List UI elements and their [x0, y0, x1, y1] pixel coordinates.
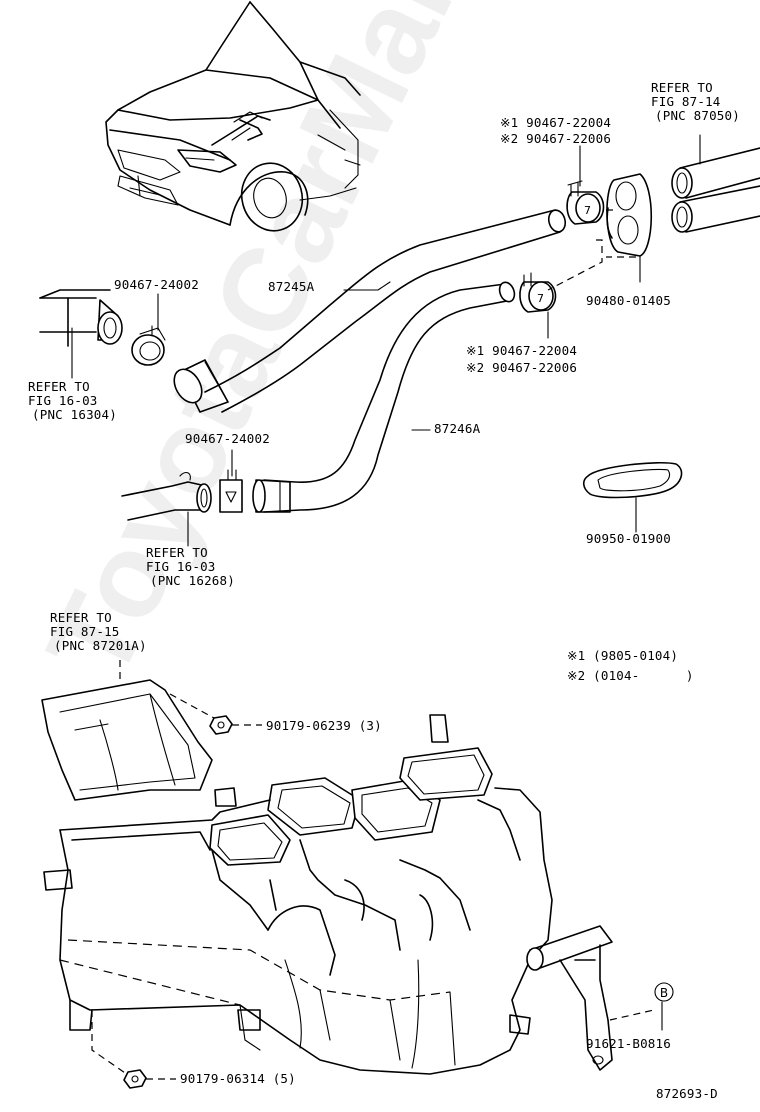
- grommet-01900: [582, 461, 683, 499]
- svg-text:7: 7: [537, 292, 544, 305]
- heater-unit-icon: [41, 679, 553, 1075]
- bolt-b0816-label: 91621-B0816: [586, 1036, 671, 1051]
- refer-87-14-line1: REFER TO: [651, 80, 713, 95]
- refer-16-03-b-line3: (PNC 16268): [150, 573, 235, 588]
- clip-24002-top-label: 90467-24002: [114, 277, 199, 292]
- clamp-mid-label-1: ※1 90467-22004: [466, 343, 578, 358]
- hose-87246a-label: 87246A: [434, 421, 481, 436]
- refer-16-03-b-line2: FIG 16-03: [146, 559, 216, 574]
- nut-06314-label: 90179-06314 (5): [180, 1071, 296, 1086]
- grommet-01405-label: 90480-01405: [586, 293, 671, 308]
- clip-24002-mid-label: 90467-24002: [185, 431, 270, 446]
- leader-lines: [71, 134, 701, 1080]
- refer-16-03-b-line1: REFER TO: [146, 545, 208, 560]
- callout-b-circle: [654, 982, 674, 1002]
- heater-pipes: [671, 147, 760, 233]
- note-2: ※2 (0104- ): [567, 668, 694, 683]
- refer-87-15-line2: FIG 87-15: [50, 624, 120, 639]
- diagram-code: 872693-D: [656, 1086, 718, 1101]
- refer-16-03-a-line1: REFER TO: [28, 379, 90, 394]
- clamp-top-label-1: ※1 90467-22004: [500, 115, 612, 130]
- hose-87246a: [252, 281, 516, 513]
- refer-16-03-a-line3: (PNC 16304): [32, 407, 117, 422]
- nut-icon: [123, 715, 233, 1089]
- clamp-top-label-2: ※2 90467-22006: [500, 131, 612, 146]
- grommet-01900-label: 90950-01900: [586, 531, 671, 546]
- car-icon: [105, 1, 361, 232]
- clamp-icon: 7 7: [131, 180, 605, 513]
- refer-87-14-line3: (PNC 87050): [655, 108, 740, 123]
- pipe-16268: [121, 471, 212, 541]
- callout-b: B: [660, 986, 668, 1000]
- grommet-icon: [606, 173, 653, 257]
- clamp-mid-label-2: ※2 90467-22006: [466, 360, 578, 375]
- hose-87245a: [173, 209, 567, 413]
- nut-06239-label: 90179-06239 (3): [266, 718, 382, 733]
- hose-87245a-label: 87245A: [268, 279, 315, 294]
- bracket-icon: [526, 925, 613, 1071]
- pipe-16304: [39, 289, 123, 347]
- refer-16-03-a-line2: FIG 16-03: [28, 393, 98, 408]
- note-1: ※1 (9805-0104): [567, 648, 679, 663]
- refer-87-15-line3: (PNC 87201A): [54, 638, 147, 653]
- svg-text:7: 7: [584, 204, 591, 217]
- refer-87-14-line2: FIG 87-14: [651, 94, 721, 109]
- refer-87-15-line1: REFER TO: [50, 610, 112, 625]
